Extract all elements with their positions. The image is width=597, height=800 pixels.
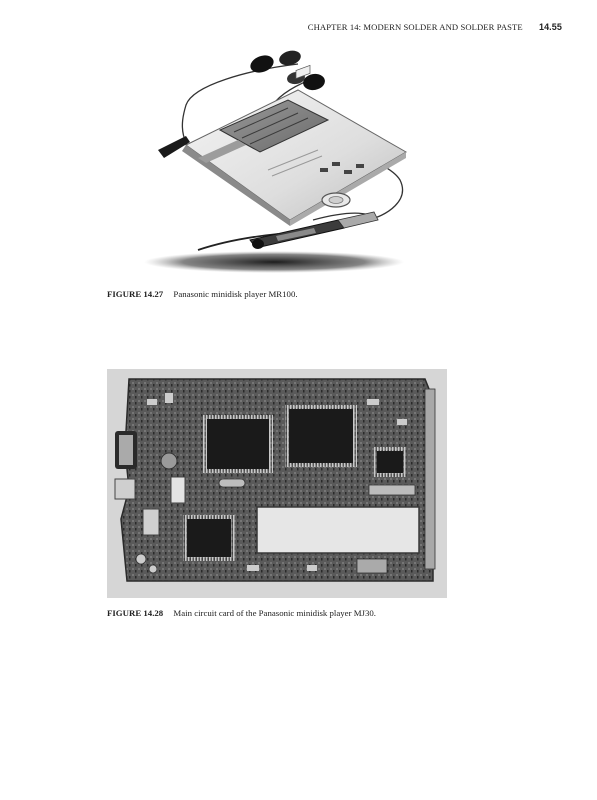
circuit-card-illustration xyxy=(107,369,447,598)
figure-caption-text: Panasonic minidisk player MR100. xyxy=(173,289,298,299)
circuit-board-photo xyxy=(107,369,447,598)
running-head: CHAPTER 14: MODERN SOLDER AND SOLDER PAS… xyxy=(0,22,562,32)
figure-label: FIGURE 14.28 xyxy=(107,608,164,618)
figure-caption-14-28: FIGURE 14.28 Main circuit card of the Pa… xyxy=(107,608,376,618)
figure-label: FIGURE 14.27 xyxy=(107,289,164,299)
page-number: 14.55 xyxy=(538,22,562,32)
minidisk-player-photo xyxy=(138,50,420,278)
figure-caption-14-27: FIGURE 14.27 Panasonic minidisk player M… xyxy=(107,289,298,299)
minidisk-player-illustration xyxy=(144,50,407,273)
chapter-title: CHAPTER 14: MODERN SOLDER AND SOLDER PAS… xyxy=(307,22,523,32)
figure-caption-text: Main circuit card of the Panasonic minid… xyxy=(173,608,376,618)
